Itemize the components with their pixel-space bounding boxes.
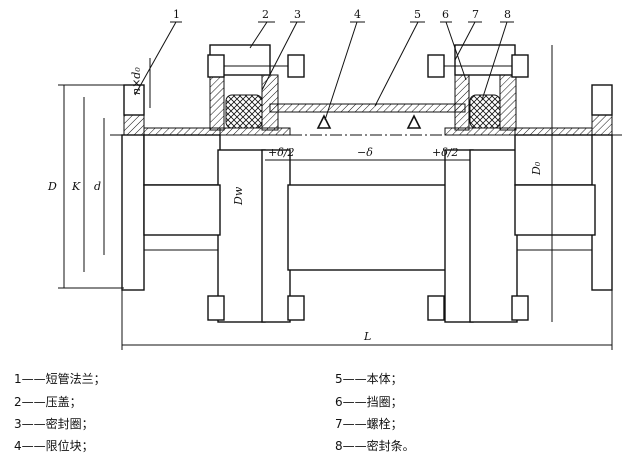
callout-5: 5 (414, 8, 421, 21)
dim-K: K (71, 180, 81, 193)
callout-1: 1 (173, 8, 180, 21)
left-gland-plate (217, 149, 266, 323)
dim-Dw: Dw (232, 186, 245, 206)
body-top-plate (269, 103, 466, 113)
left-pipe-lower (143, 184, 221, 236)
legend-item-8: 8——密封条。 (335, 439, 415, 453)
dim-D: D (47, 180, 57, 193)
right-gland-upper (454, 44, 516, 76)
dim-d: d (94, 180, 101, 193)
bolt-lower-left (207, 295, 305, 321)
legend-item-5: 5——本体； (335, 372, 403, 386)
seal-ring-left (225, 94, 263, 129)
stop-block-left (316, 114, 332, 129)
dimension-lines: D K d n×d₀ Dw D₀ +δ/2 −δ +δ/2 L (47, 45, 613, 350)
right-pipe (514, 134, 596, 186)
callout-2: 2 (262, 8, 269, 21)
legend-item-7: 7——螺栓； (335, 417, 403, 431)
bolt-upper-right-b (511, 54, 529, 78)
left-pipe (143, 134, 221, 186)
left-flange-plate (121, 134, 145, 291)
right-gland-plate-inner (444, 149, 474, 323)
compensator-drawing: 1 2 3 4 5 6 7 8 D K d n×d₀ Dw D₀ +δ/2 −δ (47, 8, 625, 350)
dim-minus-delta: −δ (357, 146, 373, 159)
legend-item-2: 2——压盖； (14, 395, 82, 409)
bolt-upper-left-b (287, 54, 305, 78)
legend-item-3: 3——密封圈； (14, 417, 94, 431)
callout-8: 8 (504, 8, 511, 21)
callout-6: 6 (442, 8, 449, 21)
legend-item-6: 6——挡圈； (335, 395, 403, 409)
body-section (123, 44, 613, 136)
body-elevation (121, 134, 613, 323)
dim-L: L (363, 330, 371, 343)
stop-block-right (406, 114, 422, 129)
right-gland-plate (469, 149, 518, 323)
dim-plus-delta-right: +δ/2 (432, 146, 459, 159)
callouts: 1 2 3 4 5 6 7 8 (134, 8, 514, 121)
callout-7: 7 (472, 8, 479, 21)
legend-item-1: 1——短管法兰； (14, 372, 106, 386)
seal-ring-right (469, 94, 501, 129)
legend-item-4: 4——限位块； (14, 439, 94, 453)
dim-plus-delta-left: +δ/2 (268, 146, 295, 159)
bolt-lower-right (427, 295, 529, 321)
callout-3: 3 (294, 8, 301, 21)
middle-body (287, 184, 449, 271)
dim-nd0: n×d₀ (130, 67, 143, 95)
callout-4: 4 (354, 8, 361, 21)
right-pipe-lower (514, 184, 596, 236)
right-flange-top (591, 84, 613, 116)
bolt-upper-left-a (207, 54, 225, 78)
bolt-upper-right-a (427, 54, 445, 78)
dim-D0: D₀ (530, 161, 543, 176)
left-gland-plate-inner (261, 149, 291, 323)
